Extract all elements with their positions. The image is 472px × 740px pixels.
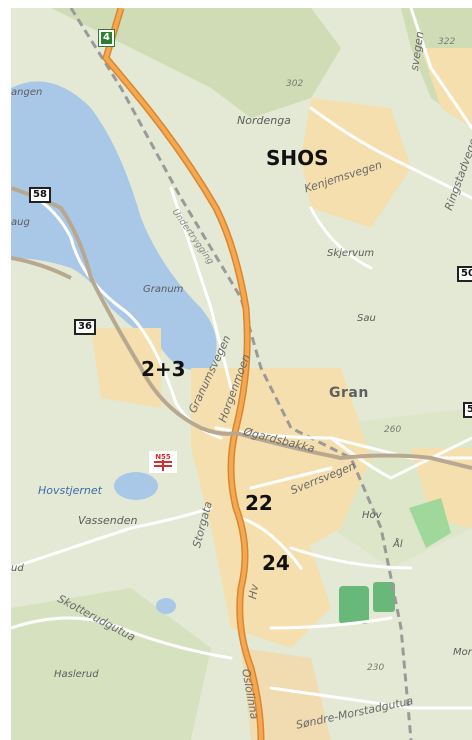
sports-field (339, 586, 369, 624)
route-shield-5: 5 (463, 402, 472, 418)
urban-area-south (211, 528, 331, 648)
regional-roads (11, 186, 472, 470)
map-canvas[interactable]: N55 4 58 36 50 5 SHOS 2+3 22 24 Gran Nor… (11, 8, 472, 740)
annotation-24: 24 (262, 551, 290, 575)
urban-area-southeast (411, 448, 472, 528)
contour-label: 302 (286, 79, 304, 89)
place-label: Granum (143, 284, 184, 295)
edge-label: ud (11, 563, 24, 574)
contour-label: 230 (367, 663, 385, 673)
route-shield-58: 58 (29, 187, 51, 203)
hospital-icon: N55 (149, 451, 177, 473)
road-label: Hv (246, 583, 262, 601)
map-layer: N55 (11, 8, 472, 740)
green-field (409, 498, 451, 548)
annotation-22: 22 (245, 491, 273, 515)
place-label: Ål (393, 539, 403, 550)
urban-area-far-south (241, 648, 331, 740)
place-label: Mor (453, 647, 472, 658)
place-label: Hov (362, 510, 382, 521)
urban-area-west (91, 328, 161, 408)
minor-roads (11, 8, 472, 710)
annotation-2-3: 2+3 (141, 357, 186, 381)
annotation-shos: SHOS (266, 146, 329, 170)
hovstjernet-pond (114, 472, 158, 500)
lake (11, 81, 217, 371)
railway (69, 8, 413, 740)
route-shield-4: 4 (98, 29, 115, 47)
town-label-gran: Gran (329, 385, 369, 401)
water-label: Hovstjernet (38, 484, 102, 497)
place-label: Haslerud (54, 669, 99, 680)
place-label: Vassenden (78, 514, 138, 527)
contour-label: 260 (384, 425, 402, 435)
forest-area (51, 8, 341, 118)
place-label: Sau (357, 313, 376, 324)
place-label: Nordenga (237, 114, 291, 127)
forest-area-south (11, 588, 211, 740)
pond-small (156, 598, 176, 614)
edge-label: aug (11, 217, 30, 228)
edge-label: angen (11, 87, 43, 98)
route-shield-36: 36 (74, 319, 96, 335)
route-shield-50: 50 (457, 266, 472, 282)
place-label: Skjervum (327, 248, 375, 259)
urban-area-north (301, 98, 411, 228)
contour-label: 322 (438, 37, 456, 47)
sports-field (373, 582, 395, 612)
svg-text:N55: N55 (155, 453, 171, 461)
